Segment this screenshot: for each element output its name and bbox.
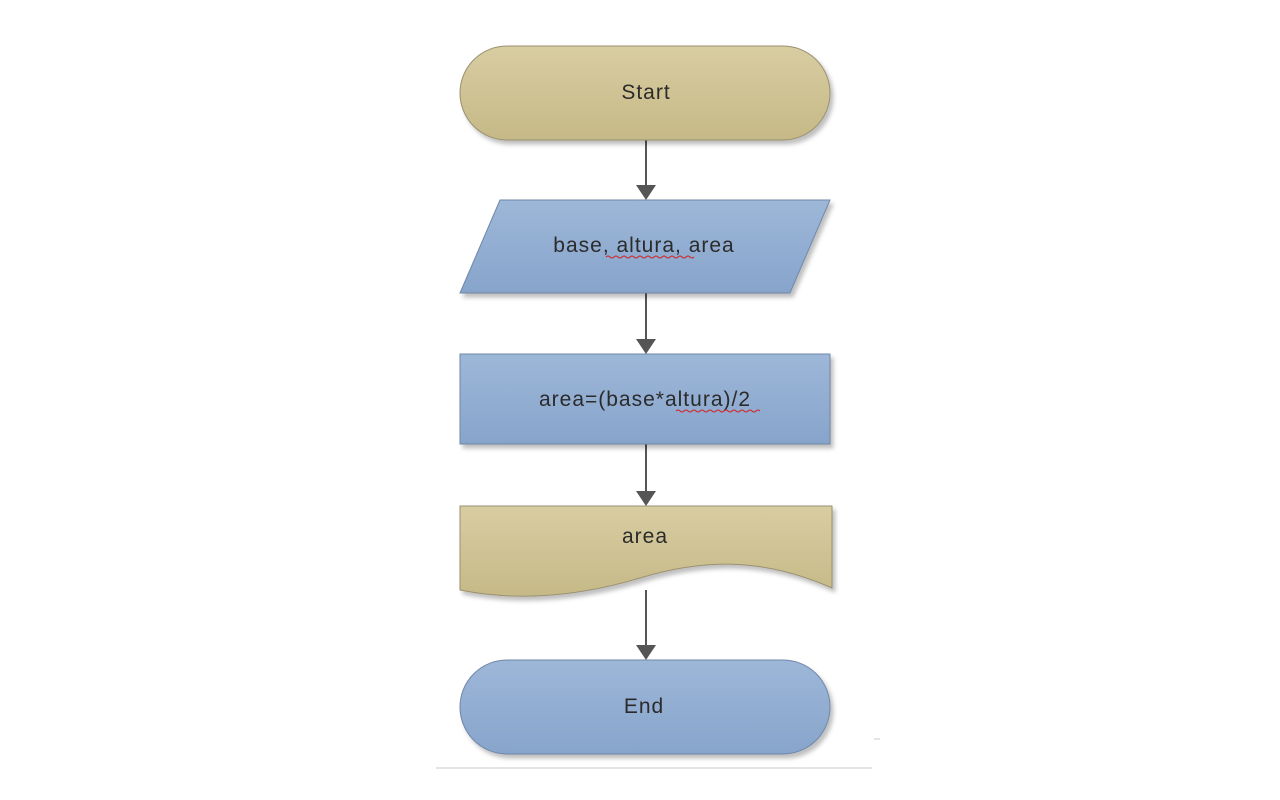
connector-output-to-end xyxy=(636,590,656,660)
input-parallelogram: base, altura, area xyxy=(459,199,831,294)
connector-start-to-input xyxy=(636,140,656,200)
spellcheck-underline xyxy=(605,255,695,259)
end-label: End xyxy=(624,695,664,718)
process-rectangle: area=(base*altura)/2 xyxy=(459,353,831,445)
connector-process-to-output xyxy=(636,444,656,506)
input-label: base, altura, area xyxy=(553,234,734,257)
connector-input-to-process xyxy=(636,293,656,354)
spellcheck-underline xyxy=(675,409,761,413)
output-label: area xyxy=(622,525,668,548)
start-terminator: Start xyxy=(459,45,831,141)
start-label: Start xyxy=(621,81,670,104)
output-document: area xyxy=(459,505,833,597)
process-label: area=(base*altura)/2 xyxy=(539,388,751,411)
end-terminator: End xyxy=(459,659,831,755)
